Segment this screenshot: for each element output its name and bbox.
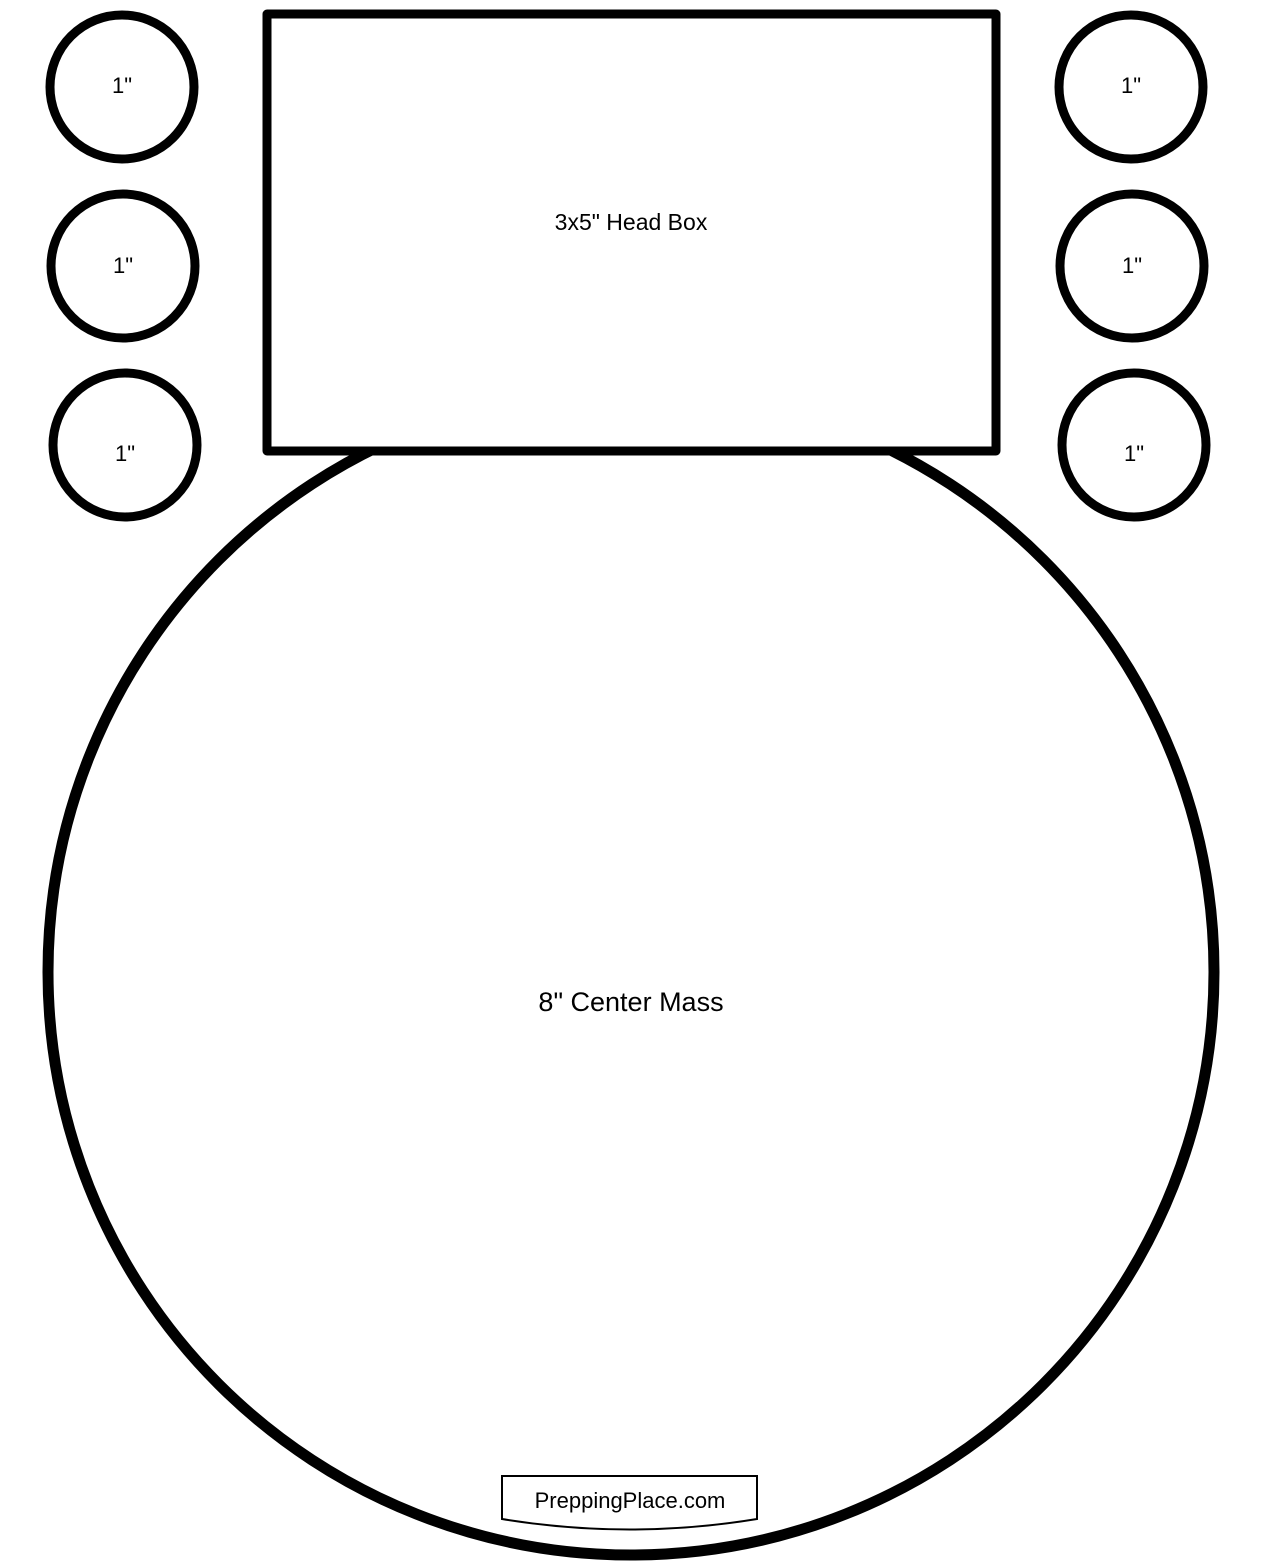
watermark-badge-shape [501,1475,758,1531]
dot-label: 1" [115,441,135,466]
head-box-rect [262,9,1001,456]
head-box-target: 3x5" Head Box [262,9,1001,456]
dot-target-left-1: 1" [45,10,199,164]
dot-label: 1" [113,253,133,278]
dot-label: 1" [1122,253,1142,278]
dot-circle [45,10,199,164]
center-mass-target: 8" Center Mass [42,383,1220,1561]
dot-circle [1057,368,1211,522]
dot-label: 1" [1124,441,1144,466]
dot-label: 1" [112,73,132,98]
dot-target-right-2: 1" [1055,189,1209,343]
head-box-label: 3x5" Head Box [555,209,708,235]
watermark-badge: PreppingPlace.com [501,1475,758,1531]
dot-circle [48,368,202,522]
dot-target-left-3: 1" [48,368,202,522]
dot-circle [1055,189,1209,343]
dot-circle [46,189,200,343]
dot-circle [1054,10,1208,164]
dot-target-right-3: 1" [1057,368,1211,522]
dot-label: 1" [1121,73,1141,98]
watermark-text: PreppingPlace.com [535,1488,726,1513]
center-mass-circle [42,383,1220,1561]
dot-target-right-1: 1" [1054,10,1208,164]
dot-target-left-2: 1" [46,189,200,343]
center-mass-label: 8" Center Mass [538,987,723,1017]
